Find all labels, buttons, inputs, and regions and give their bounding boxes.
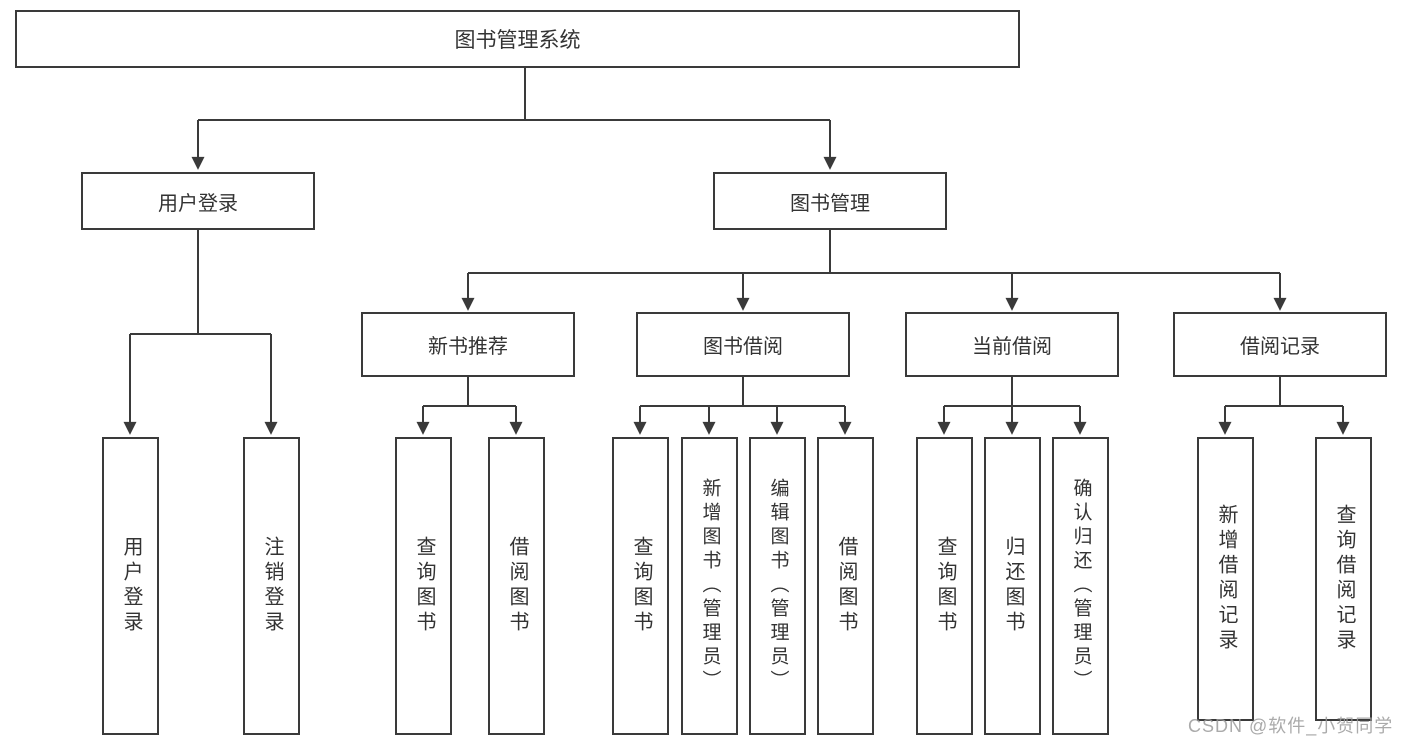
node-label: 用户登录 [158, 192, 238, 215]
csdn-watermark: CSDN @软件_小贺同学 [1188, 716, 1394, 736]
node-label: 图书管理系统 [454, 29, 581, 52]
leaf-query-books-current: 查询图书 [916, 437, 973, 735]
node-label: 确认归还（管理员） [1070, 478, 1092, 694]
node-label: 查询图书 [934, 536, 956, 636]
node-label: 借阅图书 [506, 536, 528, 636]
node-book-management: 图书管理 [713, 172, 947, 230]
leaf-borrow-books: 借阅图书 [817, 437, 874, 735]
edge-new-book-children [416, 377, 523, 435]
leaf-add-borrow-record: 新增借阅记录 [1197, 437, 1254, 721]
node-label: 图书管理 [790, 192, 870, 215]
node-book-borrow: 图书借阅 [636, 312, 850, 377]
edge-user-login-children [123, 230, 278, 435]
leaf-query-books-recommend: 查询图书 [395, 437, 452, 735]
node-label: 注销登录 [261, 536, 283, 636]
leaf-logout: 注销登录 [243, 437, 300, 735]
edge-book-borrow-children [633, 377, 852, 435]
node-label: 用户登录 [120, 536, 142, 636]
leaf-return-books: 归还图书 [984, 437, 1041, 735]
node-current-borrow: 当前借阅 [905, 312, 1119, 377]
node-label: 编辑图书（管理员） [767, 478, 789, 694]
node-user-login: 用户登录 [81, 172, 315, 230]
leaf-user-login: 用户登录 [102, 437, 159, 735]
node-label: 当前借阅 [972, 336, 1052, 358]
leaf-query-books-borrow: 查询图书 [612, 437, 669, 735]
edge-book-management-children [461, 230, 1287, 311]
node-label: 查询借阅记录 [1333, 504, 1355, 654]
node-root-library-system: 图书管理系统 [15, 10, 1020, 68]
leaf-edit-books-admin: 编辑图书（管理员） [749, 437, 806, 735]
node-label: 归还图书 [1002, 536, 1024, 636]
node-label: 借阅图书 [835, 536, 857, 636]
node-label: 新增借阅记录 [1215, 504, 1237, 654]
node-label: 新增图书（管理员） [699, 478, 721, 694]
edge-borrow-record-children [1218, 377, 1350, 435]
node-borrow-records: 借阅记录 [1173, 312, 1387, 377]
leaf-add-books-admin: 新增图书（管理员） [681, 437, 738, 735]
edge-current-borrow-children [937, 377, 1087, 435]
edge-root-to-level2 [191, 68, 837, 170]
node-label: 图书借阅 [703, 336, 783, 358]
node-new-book-recommend: 新书推荐 [361, 312, 575, 377]
node-label: 借阅记录 [1240, 336, 1320, 358]
leaf-query-borrow-record: 查询借阅记录 [1315, 437, 1372, 721]
node-label: 新书推荐 [428, 336, 508, 358]
leaf-borrow-books-recommend: 借阅图书 [488, 437, 545, 735]
node-label: 查询图书 [413, 536, 435, 636]
leaf-confirm-return-admin: 确认归还（管理员） [1052, 437, 1109, 735]
node-label: 查询图书 [630, 536, 652, 636]
